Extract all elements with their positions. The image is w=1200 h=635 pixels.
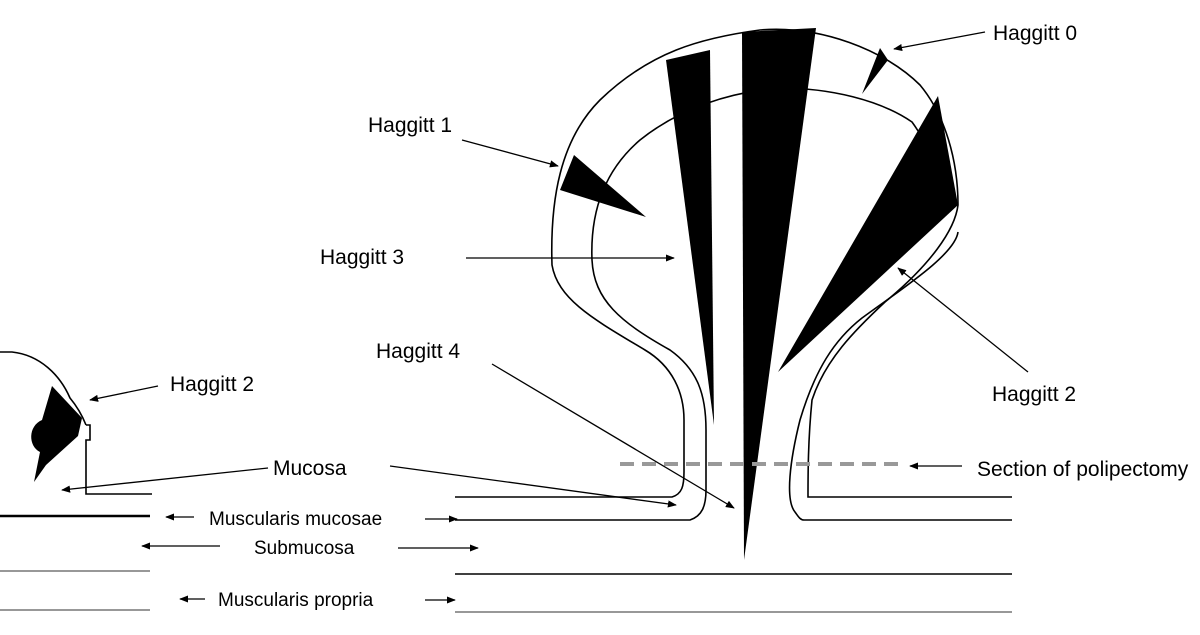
invasion-haggitt-0 [862,48,888,94]
haggitt-1-arrow [461,139,559,168]
label-submucosa: Submucosa [254,538,355,559]
haggitt-0-arrow [893,31,986,52]
label-haggitt-1: Haggitt 1 [368,114,452,137]
mucosa-left-arrow [61,467,269,493]
label-haggitt-4: Haggitt 4 [376,340,460,363]
invasion-haggitt-4 [742,28,816,560]
pedunculated-polyp [455,28,1012,560]
invasion-haggitt-3 [666,50,714,425]
label-muscularis-mucosae: Muscularis mucosae [209,509,382,530]
sessile-mucosa-step [85,424,152,495]
haggitt-2-left-arrow [89,385,159,402]
haggitt-4-arrow [491,363,735,509]
sessile-polyp-outline [0,351,87,426]
sessile-invasion-haggitt-2 [31,386,82,482]
label-muscularis-propria: Muscularis propria [218,590,374,611]
label-haggitt-0: Haggitt 0 [993,22,1077,45]
polyp-inner-outline-right [788,231,1012,521]
polyp-outer-outline [455,28,1012,498]
label-haggitt-3: Haggitt 3 [320,246,404,269]
sessile-polyp [0,351,152,495]
mucosa-right-arrow [389,465,677,508]
invasion-haggitt-2 [778,96,958,372]
invasion-haggitt-1 [560,155,646,217]
label-mucosa: Mucosa [273,457,347,480]
label-haggitt-2-right: Haggitt 2 [992,383,1076,406]
haggitt-2-right-arrow [897,267,1029,373]
label-section-of-polipectomy: Section of polipectomy [977,458,1189,481]
label-haggitt-2-left: Haggitt 2 [170,373,254,396]
